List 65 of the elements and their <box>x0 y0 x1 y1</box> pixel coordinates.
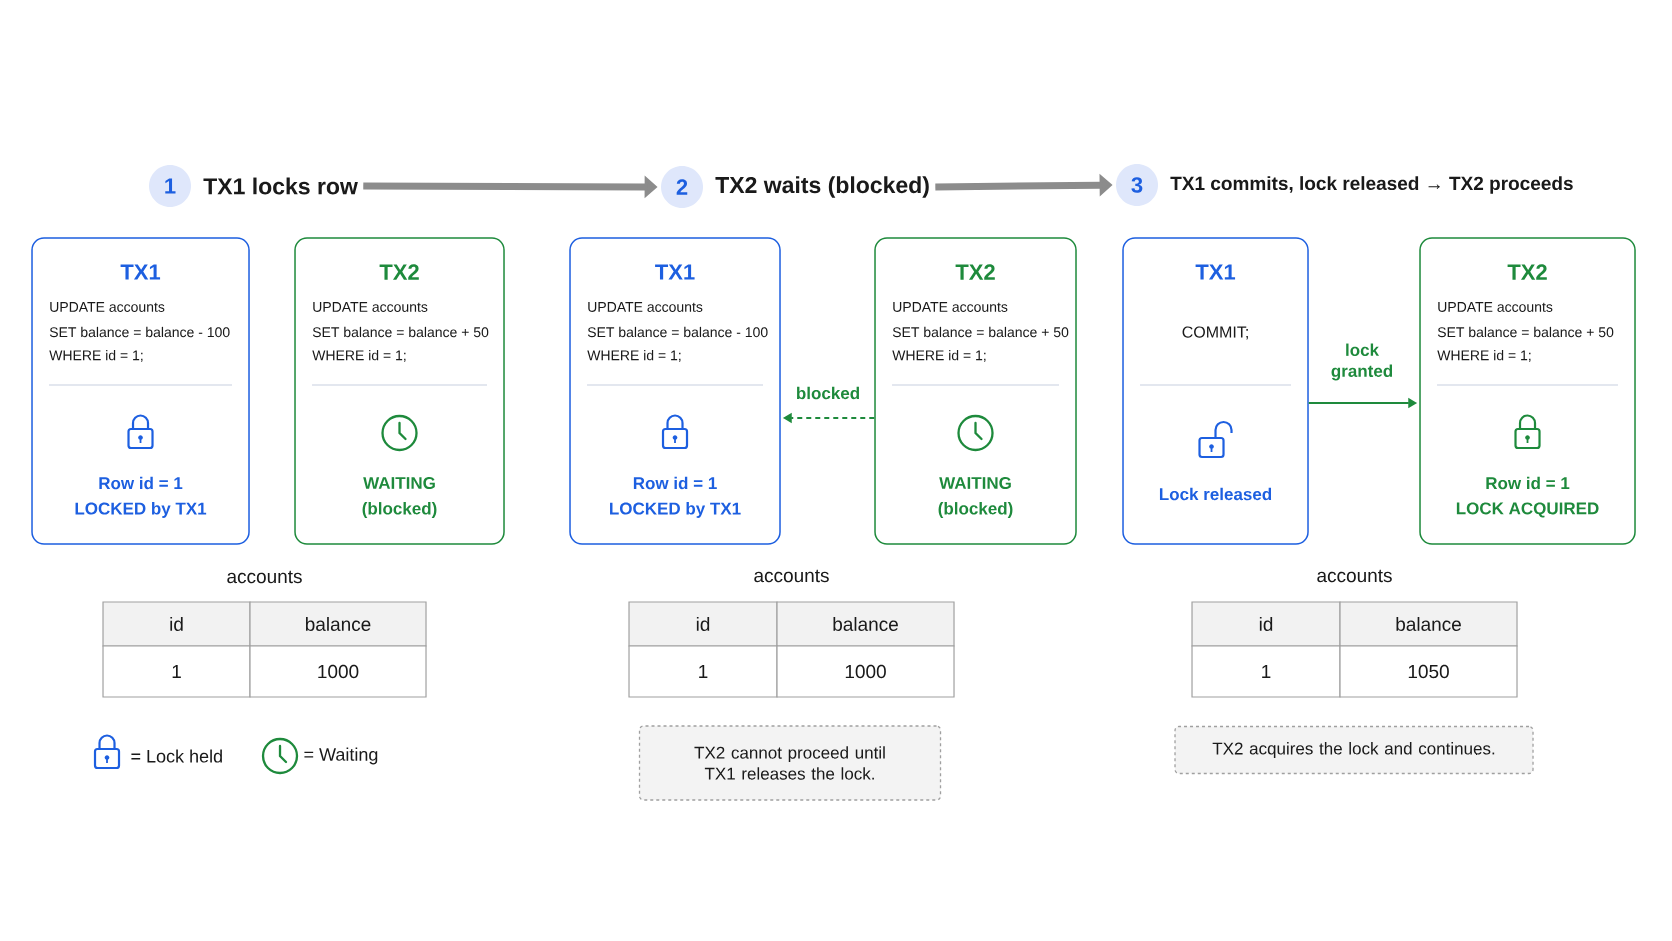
transaction-card <box>31 237 250 545</box>
status-text: LOCK ACQUIRED <box>1456 502 1599 518</box>
sql-line: SET balance = balance + 50 <box>312 326 489 338</box>
status-text: Lock released <box>1159 487 1272 501</box>
status-text: LOCKED by TX1 <box>75 502 207 518</box>
status-text: LOCKED by TX1 <box>610 502 741 518</box>
card-title: TX2 <box>1507 264 1547 280</box>
sql-line: SET balance = balance - 100 <box>49 326 230 338</box>
sql-line: UPDATE accounts <box>588 302 703 312</box>
card-title: TX2 <box>379 264 419 280</box>
card-title: TX1 <box>655 264 695 280</box>
status-text: Row id = 1 <box>633 476 717 490</box>
status-text: WAITING <box>363 477 435 489</box>
card-title: TX1 <box>1195 264 1236 280</box>
table-cell: id <box>628 601 778 647</box>
sql-line: UPDATE accounts <box>893 302 1008 312</box>
status-text: (blocked) <box>938 502 1013 518</box>
sql-line: SET balance = balance + 50 <box>892 326 1069 338</box>
sql-line: WHERE id = 1; <box>49 350 143 362</box>
table-cell: balance <box>776 601 955 647</box>
status-text: Row id = 1 <box>1486 476 1570 490</box>
table-title: accounts <box>754 569 829 583</box>
table-cell: 1 <box>1191 645 1341 698</box>
sql-line: UPDATE accounts <box>313 302 428 312</box>
sql-line: COMMIT; <box>1182 326 1248 340</box>
sql-line: WHERE id = 1; <box>1437 350 1531 362</box>
status-text: WAITING <box>939 477 1011 489</box>
transaction-card <box>294 237 505 545</box>
sql-line: SET balance = balance + 50 <box>1437 326 1614 338</box>
table-cell: 1050 <box>1339 645 1518 698</box>
transaction-card <box>1419 237 1636 545</box>
table-cell: id <box>1191 601 1341 647</box>
table-cell: 1 <box>102 645 251 698</box>
step-heading: TX2 waits (blocked) <box>715 176 929 198</box>
table-cell: 1000 <box>776 645 955 698</box>
table-cell: balance <box>1339 601 1518 647</box>
sql-line: UPDATE accounts <box>1438 302 1553 312</box>
table-cell: 1000 <box>249 645 427 698</box>
step-number: 1 <box>149 165 191 207</box>
card-title: TX2 <box>955 264 995 280</box>
card-title: TX1 <box>120 264 161 280</box>
table-title: accounts <box>227 570 302 584</box>
step-number: 2 <box>661 166 703 208</box>
legend-text: = Lock held <box>131 749 222 763</box>
transaction-card <box>1122 237 1309 545</box>
table-cell: 1 <box>628 645 778 698</box>
step-heading: TX1 commits, lock released → TX2 proceeds <box>1170 176 1573 194</box>
sql-line: SET balance = balance - 100 <box>587 326 768 338</box>
transaction-card <box>569 237 781 545</box>
status-text: Row id = 1 <box>99 476 183 490</box>
table-cell: balance <box>249 601 427 647</box>
status-text: (blocked) <box>362 502 437 518</box>
legend-text: = Waiting <box>304 747 378 765</box>
sql-line: WHERE id = 1; <box>587 350 681 362</box>
edge-label: lock granted <box>1325 341 1399 383</box>
note-box: TX2 acquires the lock and continues. <box>1174 725 1534 775</box>
sql-line: UPDATE accounts <box>50 302 165 312</box>
sql-line: WHERE id = 1; <box>892 350 986 362</box>
sql-line: WHERE id = 1; <box>312 350 406 362</box>
step-heading: TX1 locks row <box>203 177 358 195</box>
table-title: accounts <box>1317 569 1392 583</box>
transaction-card <box>874 237 1077 545</box>
step-number: 3 <box>1116 164 1158 206</box>
note-box: TX2 cannot proceed until TX1 releases the lock. <box>638 725 942 801</box>
table-cell: id <box>102 601 251 647</box>
